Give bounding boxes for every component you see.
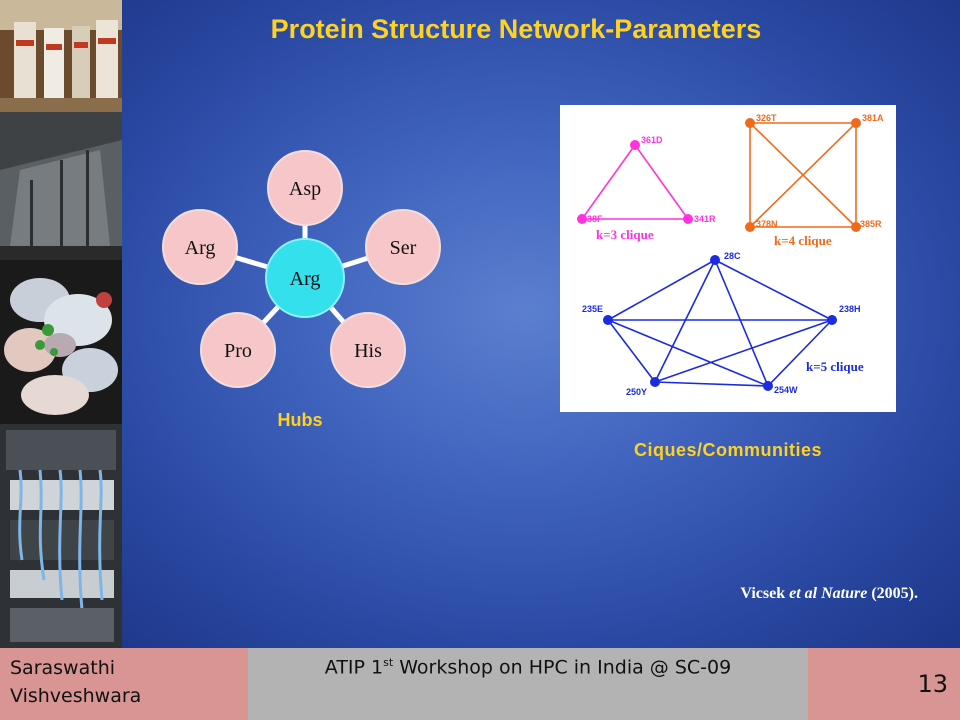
k3-node	[577, 214, 587, 224]
k5-edge	[767, 319, 833, 387]
k4-node	[851, 118, 861, 128]
event-prefix: ATIP 1	[324, 656, 384, 679]
citation-author: Vicsek	[740, 585, 786, 602]
corridor-photo	[0, 112, 122, 246]
k4-edge	[749, 122, 857, 228]
k5-edge	[607, 319, 656, 383]
clique-figure: 361D 338F 341R k=3 clique 326T 381A 378N	[560, 105, 896, 412]
k4-node-label: 385R	[860, 219, 882, 229]
footer-author: Saraswathi Vishveshwara	[0, 648, 248, 720]
k5-clique: 28C 235E 238H 250Y 254W k=5 clique	[582, 251, 864, 397]
communities-caption: Ciques/Communities	[633, 440, 823, 460]
footer-event: ATIP 1st Workshop on HPC in India @ SC-0…	[248, 648, 808, 720]
k4-node-label: 326T	[756, 113, 777, 123]
hub-node-pro: Pro	[200, 312, 276, 388]
k5-node	[710, 255, 720, 265]
k4-caption: k=4 clique	[774, 233, 832, 248]
k5-edge	[654, 259, 716, 383]
datacenter-photo	[0, 0, 122, 112]
k5-node-label: 238H	[839, 304, 861, 314]
molecule-photo	[0, 246, 122, 424]
k5-node-label: 250Y	[626, 387, 647, 397]
k5-edge	[607, 319, 769, 387]
hubs-caption: Hubs	[277, 410, 323, 430]
hub-center-node: Arg	[265, 238, 345, 318]
k5-node	[603, 315, 613, 325]
citation-emphasis: et al Nature	[789, 585, 868, 602]
photo-strip	[0, 0, 122, 648]
k5-node-label: 254W	[774, 385, 798, 395]
hub-node-arg-outer: Arg	[162, 209, 238, 285]
k3-node	[630, 140, 640, 150]
hub-node-label: Arg	[185, 237, 216, 259]
k3-node-label: 338F	[582, 214, 603, 224]
citation: Vicsek et al Nature (2005).	[600, 585, 918, 603]
author-line-2: Vishveshwara	[10, 685, 142, 707]
k5-edge	[654, 381, 769, 387]
k5-edge	[654, 319, 833, 383]
k3-node-label: 341R	[694, 214, 716, 224]
k5-node-label: 28C	[724, 251, 741, 261]
k4-node	[851, 222, 861, 232]
k3-node-label: 361D	[641, 135, 663, 145]
hub-node-label: Ser	[390, 237, 417, 259]
hub-node-ser: Ser	[365, 209, 441, 285]
hub-node-label: Asp	[289, 178, 321, 200]
k5-caption: k=5 clique	[806, 359, 864, 374]
k3-caption: k=3 clique	[596, 227, 654, 242]
k5-node	[827, 315, 837, 325]
slide-title: Protein Structure Network-Parameters	[270, 14, 762, 44]
k3-edge	[581, 144, 636, 220]
citation-year: (2005).	[871, 585, 918, 602]
k5-node	[650, 377, 660, 387]
k5-edge	[714, 259, 833, 321]
k4-clique: 326T 381A 378N 385R k=4 clique	[745, 113, 884, 248]
k5-edge	[607, 259, 716, 321]
k3-clique: 361D 338F 341R k=3 clique	[577, 135, 716, 242]
hub-node-label: His	[354, 340, 382, 362]
footer: Saraswathi Vishveshwara ATIP 1st Worksho…	[0, 648, 960, 720]
k4-node-label: 378N	[756, 219, 778, 229]
cables-photo	[0, 424, 122, 648]
event-suffix: Workshop on HPC in India @ SC-09	[393, 656, 732, 679]
k5-node-label: 235E	[582, 304, 603, 314]
k4-node	[745, 118, 755, 128]
k3-edge	[634, 144, 689, 220]
author-line-1: Saraswathi	[10, 657, 116, 679]
k4-node-label: 381A	[862, 113, 884, 123]
hub-node-label: Pro	[224, 340, 252, 362]
k4-node	[745, 222, 755, 232]
event-superscript: st	[383, 656, 394, 669]
hub-node-asp: Asp	[267, 150, 343, 226]
hub-diagram: Asp Ser His Pro Arg Arg	[162, 150, 441, 388]
hub-center-label: Arg	[290, 268, 321, 290]
k5-node	[763, 381, 773, 391]
k5-edge	[714, 259, 769, 387]
hub-node-his: His	[330, 312, 406, 388]
k3-node	[683, 214, 693, 224]
page-number: 13	[808, 648, 960, 720]
